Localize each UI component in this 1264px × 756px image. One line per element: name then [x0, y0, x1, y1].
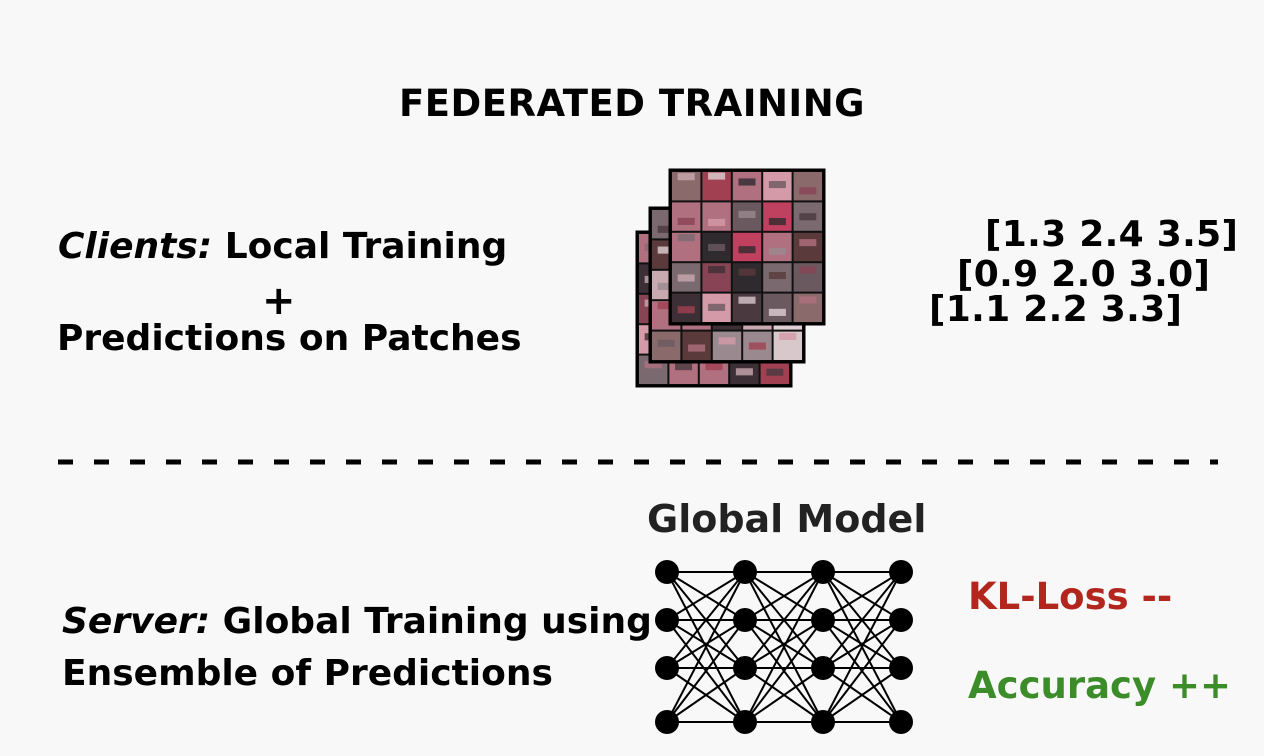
- network-node-3-4: [811, 710, 835, 734]
- network-node-1-4: [655, 710, 679, 734]
- network-edge: [822, 571, 902, 669]
- prediction-vector-3: [1.1 2.2 3.3]: [929, 289, 1183, 330]
- network-edge: [744, 619, 824, 723]
- network-node-2-3: [733, 656, 757, 680]
- network-edge: [744, 619, 824, 669]
- network-edge: [666, 571, 746, 669]
- network-node-3-2: [811, 608, 835, 632]
- clients-local-training: Local Training: [212, 226, 508, 267]
- server-heading: Server: Global Training using: [62, 601, 652, 642]
- server-label: Server:: [62, 601, 211, 642]
- accuracy-label: Accuracy ++: [968, 664, 1231, 707]
- prediction-vector-1: [1.3 2.4 3.5]: [985, 214, 1239, 255]
- clients-plus: +: [262, 278, 296, 324]
- global-model-label: Global Model: [647, 497, 927, 541]
- network-edge: [822, 619, 902, 669]
- prediction-vector-2: [0.9 2.0 3.0]: [957, 254, 1211, 295]
- network-edge: [744, 571, 824, 621]
- network-edge: [822, 571, 902, 723]
- network-node-1-3: [655, 656, 679, 680]
- network-edge: [822, 619, 902, 723]
- network-node-1-1: [655, 560, 679, 584]
- network-node-4-3: [889, 656, 913, 680]
- network-edge: [666, 571, 746, 621]
- network-edge: [822, 571, 902, 621]
- network-edge: [822, 667, 902, 723]
- clients-heading: Clients: Local Training: [58, 226, 507, 267]
- network-edge: [666, 619, 746, 669]
- clients-predictions-on-patches: Predictions on Patches: [57, 318, 522, 359]
- network-node-4-1: [889, 560, 913, 584]
- section-divider: [58, 459, 1218, 465]
- network-node-2-1: [733, 560, 757, 584]
- network-node-3-1: [811, 560, 835, 584]
- server-ensemble-of-predictions: Ensemble of Predictions: [62, 653, 553, 694]
- clients-label: Clients:: [58, 226, 213, 267]
- diagram-title: FEDERATED TRAINING: [398, 82, 866, 125]
- network-edge: [666, 619, 746, 723]
- network-edge: [744, 571, 824, 723]
- network-node-4-4: [889, 710, 913, 734]
- network-edge: [744, 571, 824, 669]
- network-node-2-2: [733, 608, 757, 632]
- network-node-2-4: [733, 710, 757, 734]
- network-node-1-2: [655, 608, 679, 632]
- network-edge: [744, 667, 824, 723]
- network-edge: [666, 571, 746, 723]
- network-node-3-3: [811, 656, 835, 680]
- kl-loss-label: KL-Loss --: [968, 575, 1173, 618]
- patch-frame-3: [668, 168, 826, 326]
- image-patches-stack-icon: [635, 168, 826, 388]
- server-global-training: Global Training using: [210, 601, 652, 642]
- network-edge: [666, 667, 746, 723]
- neural-network-icon: [655, 560, 913, 734]
- network-node-4-2: [889, 608, 913, 632]
